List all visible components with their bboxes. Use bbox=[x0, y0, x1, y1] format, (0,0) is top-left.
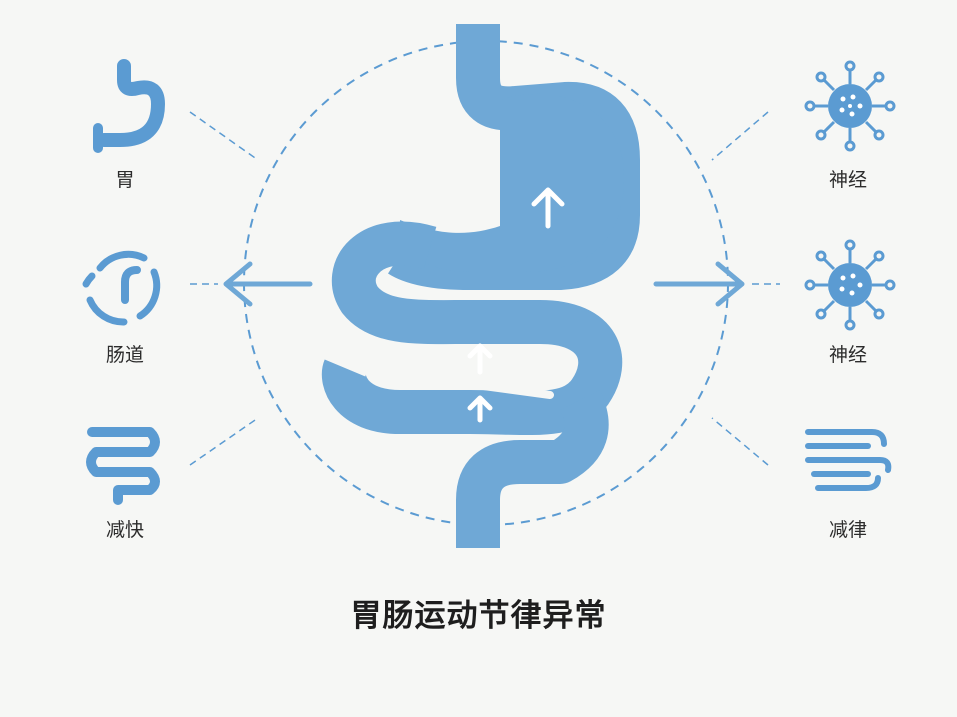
intestine-icon bbox=[86, 427, 160, 505]
stomach-icon bbox=[93, 59, 166, 153]
virus-icon bbox=[804, 60, 896, 152]
right-arrow bbox=[653, 261, 745, 307]
diagram-title: 胃肠运动节律异常 bbox=[350, 598, 607, 634]
cycle-icon bbox=[82, 250, 161, 326]
left-label-0: 胃 bbox=[115, 169, 135, 191]
wave-lines-icon bbox=[805, 429, 892, 491]
left-label-1: 肠道 bbox=[105, 344, 144, 366]
right-label-1: 神经 bbox=[828, 344, 867, 366]
right-label-0: 神经 bbox=[828, 169, 867, 191]
right-label-2: 减律 bbox=[828, 519, 867, 541]
virus-icon bbox=[804, 239, 896, 331]
gi-tract-illustration bbox=[321, 24, 640, 548]
connector-lines bbox=[189, 111, 780, 466]
left-label-2: 减快 bbox=[105, 519, 144, 541]
left-arrow bbox=[223, 261, 313, 307]
flow-arrows bbox=[467, 187, 565, 423]
